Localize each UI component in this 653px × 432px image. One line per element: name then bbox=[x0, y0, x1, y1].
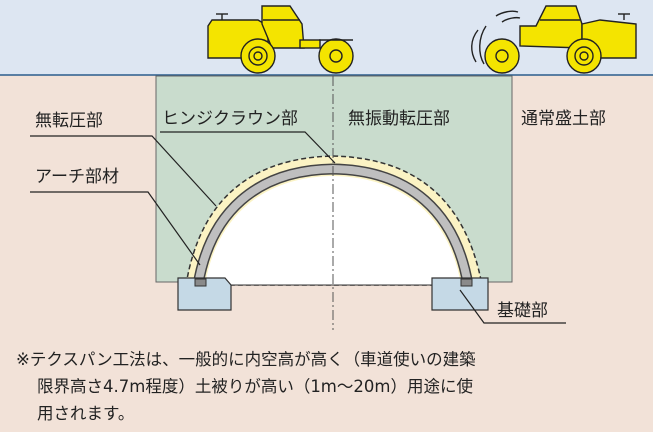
footnote-line-3: 用されます。 bbox=[37, 404, 135, 423]
leader-foundation bbox=[459, 289, 566, 324]
label-no-vibration: 無振動転圧部 bbox=[348, 109, 450, 129]
tunnel-void bbox=[205, 176, 461, 285]
label-normal-fill: 通常盛土部 bbox=[521, 109, 606, 129]
cross-section-diagram: 無転圧部 ヒンジクラウン部 無振動転圧部 通常盛土部 アーチ部材 基礎部 bbox=[0, 0, 653, 330]
label-hinge-crown: ヒンジクラウン部 bbox=[162, 109, 298, 129]
label-foundation: 基礎部 bbox=[497, 301, 548, 321]
label-arch-member: アーチ部材 bbox=[35, 167, 119, 187]
footing-right bbox=[431, 277, 489, 311]
road-roller-icon bbox=[207, 5, 354, 74]
leader-arch-member bbox=[30, 191, 201, 266]
vibratory-roller-icon bbox=[471, 5, 637, 74]
footnote: ※テクスパン工法は、一般的に内空高が高く（車道使いの建築 限界高さ4.7m程度）… bbox=[16, 346, 646, 427]
leader-hinge-crown bbox=[160, 131, 336, 164]
footnote-line-1: ※テクスパン工法は、一般的に内空高が高く（車道使いの建築 bbox=[16, 350, 476, 369]
label-no-compaction: 無転圧部 bbox=[35, 111, 103, 131]
leader-no-compaction bbox=[30, 135, 217, 207]
footnote-line-2: 限界高さ4.7m程度）土被りが高い（1m〜20m）用途に使 bbox=[37, 377, 473, 396]
footing-left bbox=[177, 277, 232, 311]
